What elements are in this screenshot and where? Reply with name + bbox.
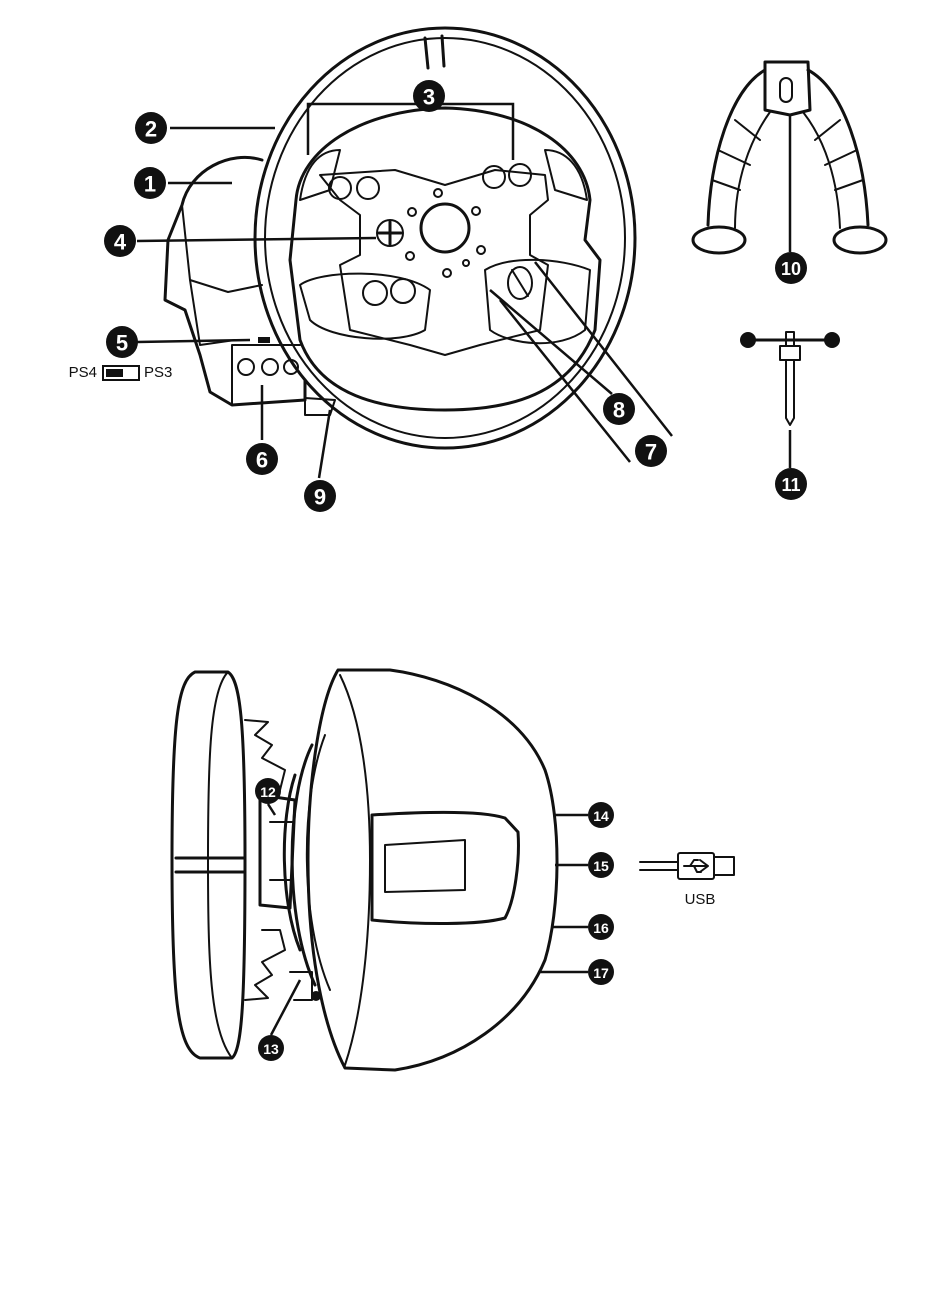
wheel-top-marker [425,36,444,68]
usb-icon [684,860,708,872]
rim-top-marker [176,858,244,872]
led-indicator [258,337,270,343]
bottom-left-button-2 [391,279,415,303]
quick-release [260,795,295,908]
top-left-button-1 [329,177,351,199]
switch-right-label: PS3 [144,364,172,381]
svg-text:15: 15 [593,858,609,874]
svg-text:17: 17 [593,965,609,981]
callout-16: 16 [588,914,614,940]
callout-8: 8 [603,393,635,425]
svg-text:11: 11 [781,475,800,495]
svg-text:8: 8 [613,398,625,423]
svg-text:10: 10 [781,259,801,279]
callout-13: 13 [258,1035,284,1061]
side-vent [372,812,518,923]
switch-slider [106,369,123,377]
callout-7: 7 [635,435,667,467]
callout-11: 11 [775,468,807,500]
callout-5: 5 [106,326,138,358]
top-right-button-2 [509,164,531,186]
callout-10: 10 [775,252,807,284]
switch-left-label: PS4 [69,364,97,381]
callout-12: 12 [255,778,281,804]
base-housing [308,670,557,1070]
svg-text:14: 14 [593,808,609,824]
svg-text:2: 2 [145,117,157,142]
right-paddle [545,150,587,200]
mode-button-middle [262,359,278,375]
clamp-foot-left [693,227,745,253]
usb-label: USB [685,891,716,908]
svg-text:16: 16 [593,920,609,936]
svg-text:4: 4 [114,230,127,255]
bottom-left-button-1 [363,281,387,305]
svg-text:6: 6 [256,448,268,473]
svg-text:3: 3 [423,85,435,110]
mode-button-left [238,359,254,375]
callout-9: 9 [304,480,336,512]
callout-15: 15 [588,852,614,878]
callout-3: 3 [413,80,445,112]
svg-text:5: 5 [116,331,128,356]
usb-plug-tip [714,857,734,875]
clamp-screw [740,332,840,425]
svg-text:7: 7 [645,440,657,465]
callout-14: 14 [588,802,614,828]
usb-cable: USB [640,853,734,908]
callout-4: 4 [104,225,136,257]
wheel-side-view [172,670,557,1070]
screw-handle-left [740,332,756,348]
svg-text:9: 9 [314,485,326,510]
dpad-cross-icon [379,222,401,244]
screw-handle-right [824,332,840,348]
callout-6: 6 [246,443,278,475]
callout-17: 17 [588,959,614,985]
svg-text:1: 1 [144,172,156,197]
screw-nut [780,346,800,360]
leader-lines-top [137,104,672,478]
callout-1: 1 [134,167,166,199]
ps4-ps3-switch: PS4 PS3 [69,364,173,381]
top-left-button-2 [357,177,379,199]
svg-text:12: 12 [260,784,276,800]
svg-text:13: 13 [263,1041,279,1057]
clamp-foot-right [834,227,886,253]
callout-2: 2 [135,112,167,144]
hub-center [421,204,469,252]
clamp-slot [780,78,792,102]
